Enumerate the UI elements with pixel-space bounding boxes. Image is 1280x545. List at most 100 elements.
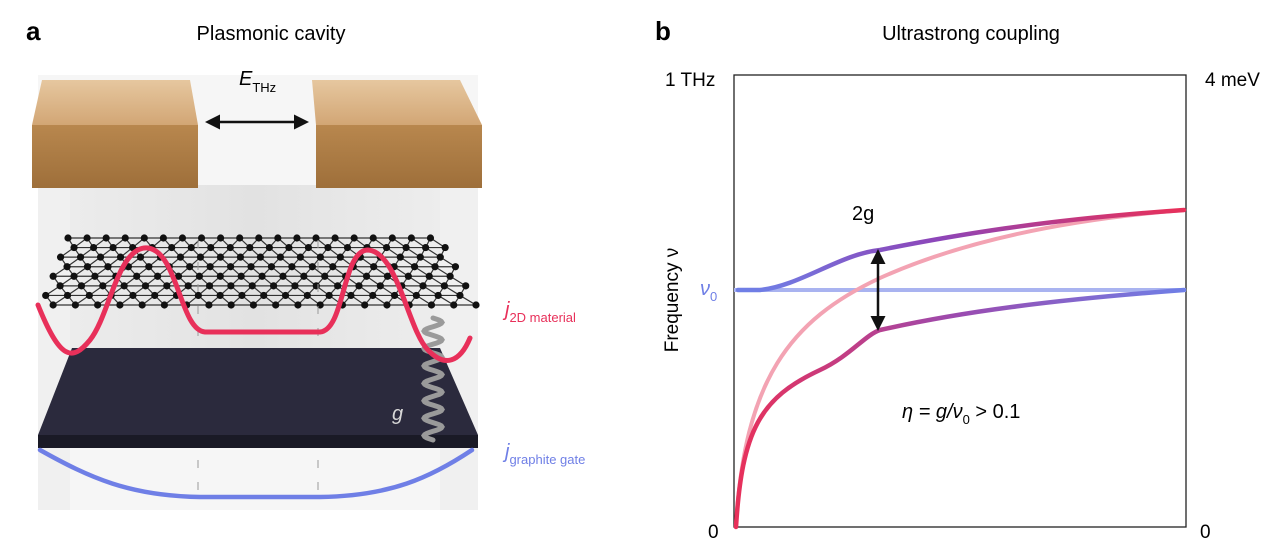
lattice-atom (91, 272, 99, 280)
lattice-atom (197, 234, 206, 242)
lattice-atom (154, 272, 162, 280)
lattice-atom (163, 282, 171, 290)
lattice-atom (49, 301, 57, 309)
lattice-atom (206, 263, 214, 271)
lattice-atom (133, 272, 141, 280)
lattice-atom (334, 282, 342, 290)
uncoupled-plasmon-curve (734, 208, 1186, 529)
lattice-atom (120, 282, 128, 290)
lattice-atom (141, 282, 150, 290)
panel-a-title: Plasmonic cavity (197, 23, 346, 45)
lattice-atom (383, 301, 391, 309)
lattice-atom (104, 263, 112, 271)
lattice-atom (404, 272, 412, 280)
lattice-atom (456, 291, 464, 300)
lattice-atom (293, 234, 301, 242)
lattice-atom (272, 301, 280, 309)
lattice-atom (236, 234, 244, 242)
lattice-atom (336, 253, 344, 261)
lattice-atom (412, 291, 420, 300)
lattice-atom (83, 234, 91, 242)
lattice-atom (116, 253, 125, 261)
lattice-atom (343, 243, 352, 252)
coupling-label: g (392, 403, 403, 425)
lattice-atom (42, 291, 50, 300)
lattice-atom (255, 234, 263, 242)
current-2d-material-curve (35, 245, 473, 363)
lattice-atom (94, 301, 102, 309)
lattice-atom (440, 282, 448, 290)
lattice-atom (196, 253, 205, 261)
lattice-atom (187, 243, 195, 252)
graphite-gate (38, 348, 478, 448)
lattice-atom (186, 263, 194, 271)
lattice-atom (451, 263, 460, 271)
current-gate-curve (37, 447, 475, 500)
lattice-atom (325, 291, 333, 300)
lattice-atom (312, 282, 320, 290)
bottom-right-label: 0 (1200, 522, 1211, 543)
lattice-atom (369, 234, 377, 242)
lattice-atom (168, 243, 176, 252)
lattice-atom (226, 263, 235, 271)
lattice-atom (83, 263, 92, 271)
upper-polariton-curve (735, 207, 1187, 293)
lattice-atom (416, 253, 424, 261)
lattice-atom (246, 243, 254, 252)
lattice-atom (248, 282, 256, 290)
right-electrode (312, 80, 482, 188)
lattice-atom (361, 301, 369, 309)
lattice-atom (267, 263, 276, 271)
lattice-atom (276, 253, 285, 261)
lattice-atom (85, 291, 93, 300)
lattice-atom (441, 243, 449, 252)
lattice-atom (258, 272, 266, 280)
current-2d-label: j2D material (502, 299, 576, 325)
lattice-atom (116, 301, 124, 309)
lattice-atom (205, 301, 213, 309)
lattice-atom (304, 243, 313, 252)
panel-a: a Plasmonic cavity ETHz (26, 16, 585, 510)
lattice-atom (49, 272, 57, 280)
lattice-atom (285, 243, 293, 252)
lattice-atom (129, 291, 137, 300)
lattice-atom (194, 291, 202, 300)
lattice-atom (256, 253, 265, 261)
top-right-label: 4 meV (1205, 70, 1260, 91)
lattice-atom (64, 234, 72, 242)
lattice-atom (176, 253, 185, 261)
lattice-atom (419, 282, 427, 290)
lattice-atom (138, 301, 146, 309)
lattice-atom (236, 253, 245, 261)
lattice-atom (56, 253, 65, 261)
lattice-atom (324, 243, 332, 252)
lattice-atom (140, 234, 148, 242)
lattice-atom (102, 234, 110, 242)
field-label: ETHz (239, 68, 276, 95)
lattice-atom (159, 234, 167, 242)
lattice-atom (195, 272, 203, 280)
lattice-atom (217, 234, 225, 242)
panel-b-letter: b (655, 16, 671, 46)
lattice-atom (216, 291, 224, 300)
lattice-atom (383, 272, 392, 280)
lattice-atom (422, 243, 430, 252)
lattice-atom (425, 272, 433, 280)
lattice-atom (249, 301, 258, 309)
lower-polariton-curve (733, 287, 1187, 530)
lattice-atom (436, 253, 444, 261)
lattice-atom (96, 253, 105, 261)
lattice-atom (226, 243, 234, 252)
eta-condition: η = g/ν0 > 0.1 (902, 401, 1020, 427)
lattice-atom (426, 234, 435, 242)
lattice-atom (446, 272, 454, 280)
lattice-atom (382, 243, 391, 252)
lattice-atom (269, 282, 278, 290)
lattice-atom (376, 282, 384, 290)
lattice-atom (431, 263, 439, 271)
lattice-atom (56, 282, 64, 290)
lattice-atom (462, 282, 470, 290)
left-electrode (32, 80, 198, 188)
lattice-atom (370, 263, 378, 271)
